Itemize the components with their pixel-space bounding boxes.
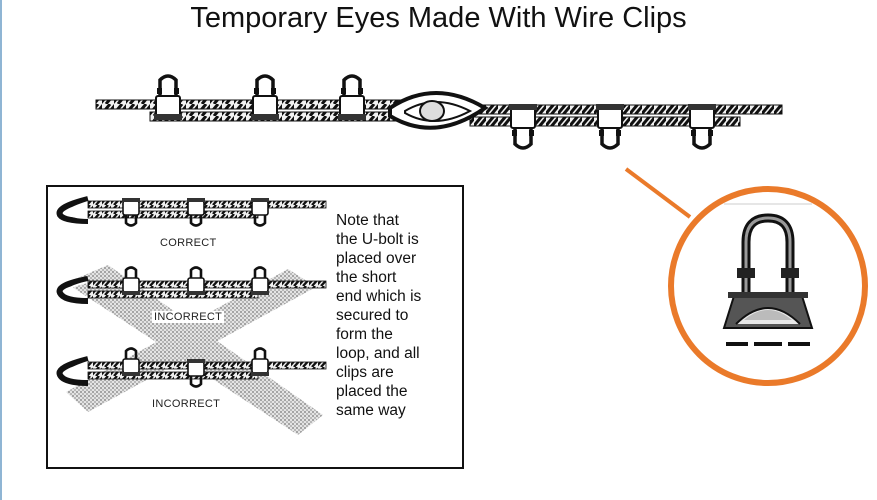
wire-clip-zoom-callout bbox=[668, 186, 868, 386]
clip-placement-note: Note that the U-bolt is placed over the … bbox=[336, 211, 462, 420]
slide-left-rule bbox=[0, 0, 2, 500]
rope-clip-illustration bbox=[95, 74, 783, 150]
clip-orientation-diagram bbox=[56, 196, 327, 435]
wire-clip-1 bbox=[152, 74, 184, 122]
caption-incorrect-2: INCORRECT bbox=[152, 398, 221, 410]
note-line: clips are bbox=[336, 364, 394, 381]
note-line: loop, and all bbox=[336, 345, 420, 362]
wire-clip-5 bbox=[594, 102, 626, 150]
note-line: placed over bbox=[336, 250, 417, 267]
caption-incorrect-1: INCORRECT bbox=[152, 311, 225, 323]
wire-clip-6 bbox=[686, 102, 718, 150]
caption-correct: CORRECT bbox=[160, 237, 217, 249]
incorrect-example-2 bbox=[56, 347, 327, 388]
note-line: the U-bolt is bbox=[336, 231, 419, 248]
note-line: form the bbox=[336, 326, 393, 343]
note-line: secured to bbox=[336, 307, 409, 324]
wire-clip-3 bbox=[336, 74, 368, 122]
note-line: same way bbox=[336, 402, 406, 419]
note-line: Note that bbox=[336, 212, 399, 229]
incorrect-example-1 bbox=[56, 266, 327, 304]
page-title: Temporary Eyes Made With Wire Clips bbox=[190, 2, 687, 34]
note-line: end which is bbox=[336, 288, 422, 305]
correct-example bbox=[56, 196, 327, 227]
note-line: the short bbox=[336, 269, 397, 286]
clip-orientation-panel: CORRECT INCORRECT INCORRECT Note that th… bbox=[46, 185, 464, 469]
callout-connector bbox=[624, 167, 692, 219]
wire-clip-closeup-icon bbox=[722, 203, 814, 346]
wire-clip-4 bbox=[507, 102, 539, 150]
wire-clip-2 bbox=[249, 74, 281, 122]
note-line: placed the bbox=[336, 383, 408, 400]
